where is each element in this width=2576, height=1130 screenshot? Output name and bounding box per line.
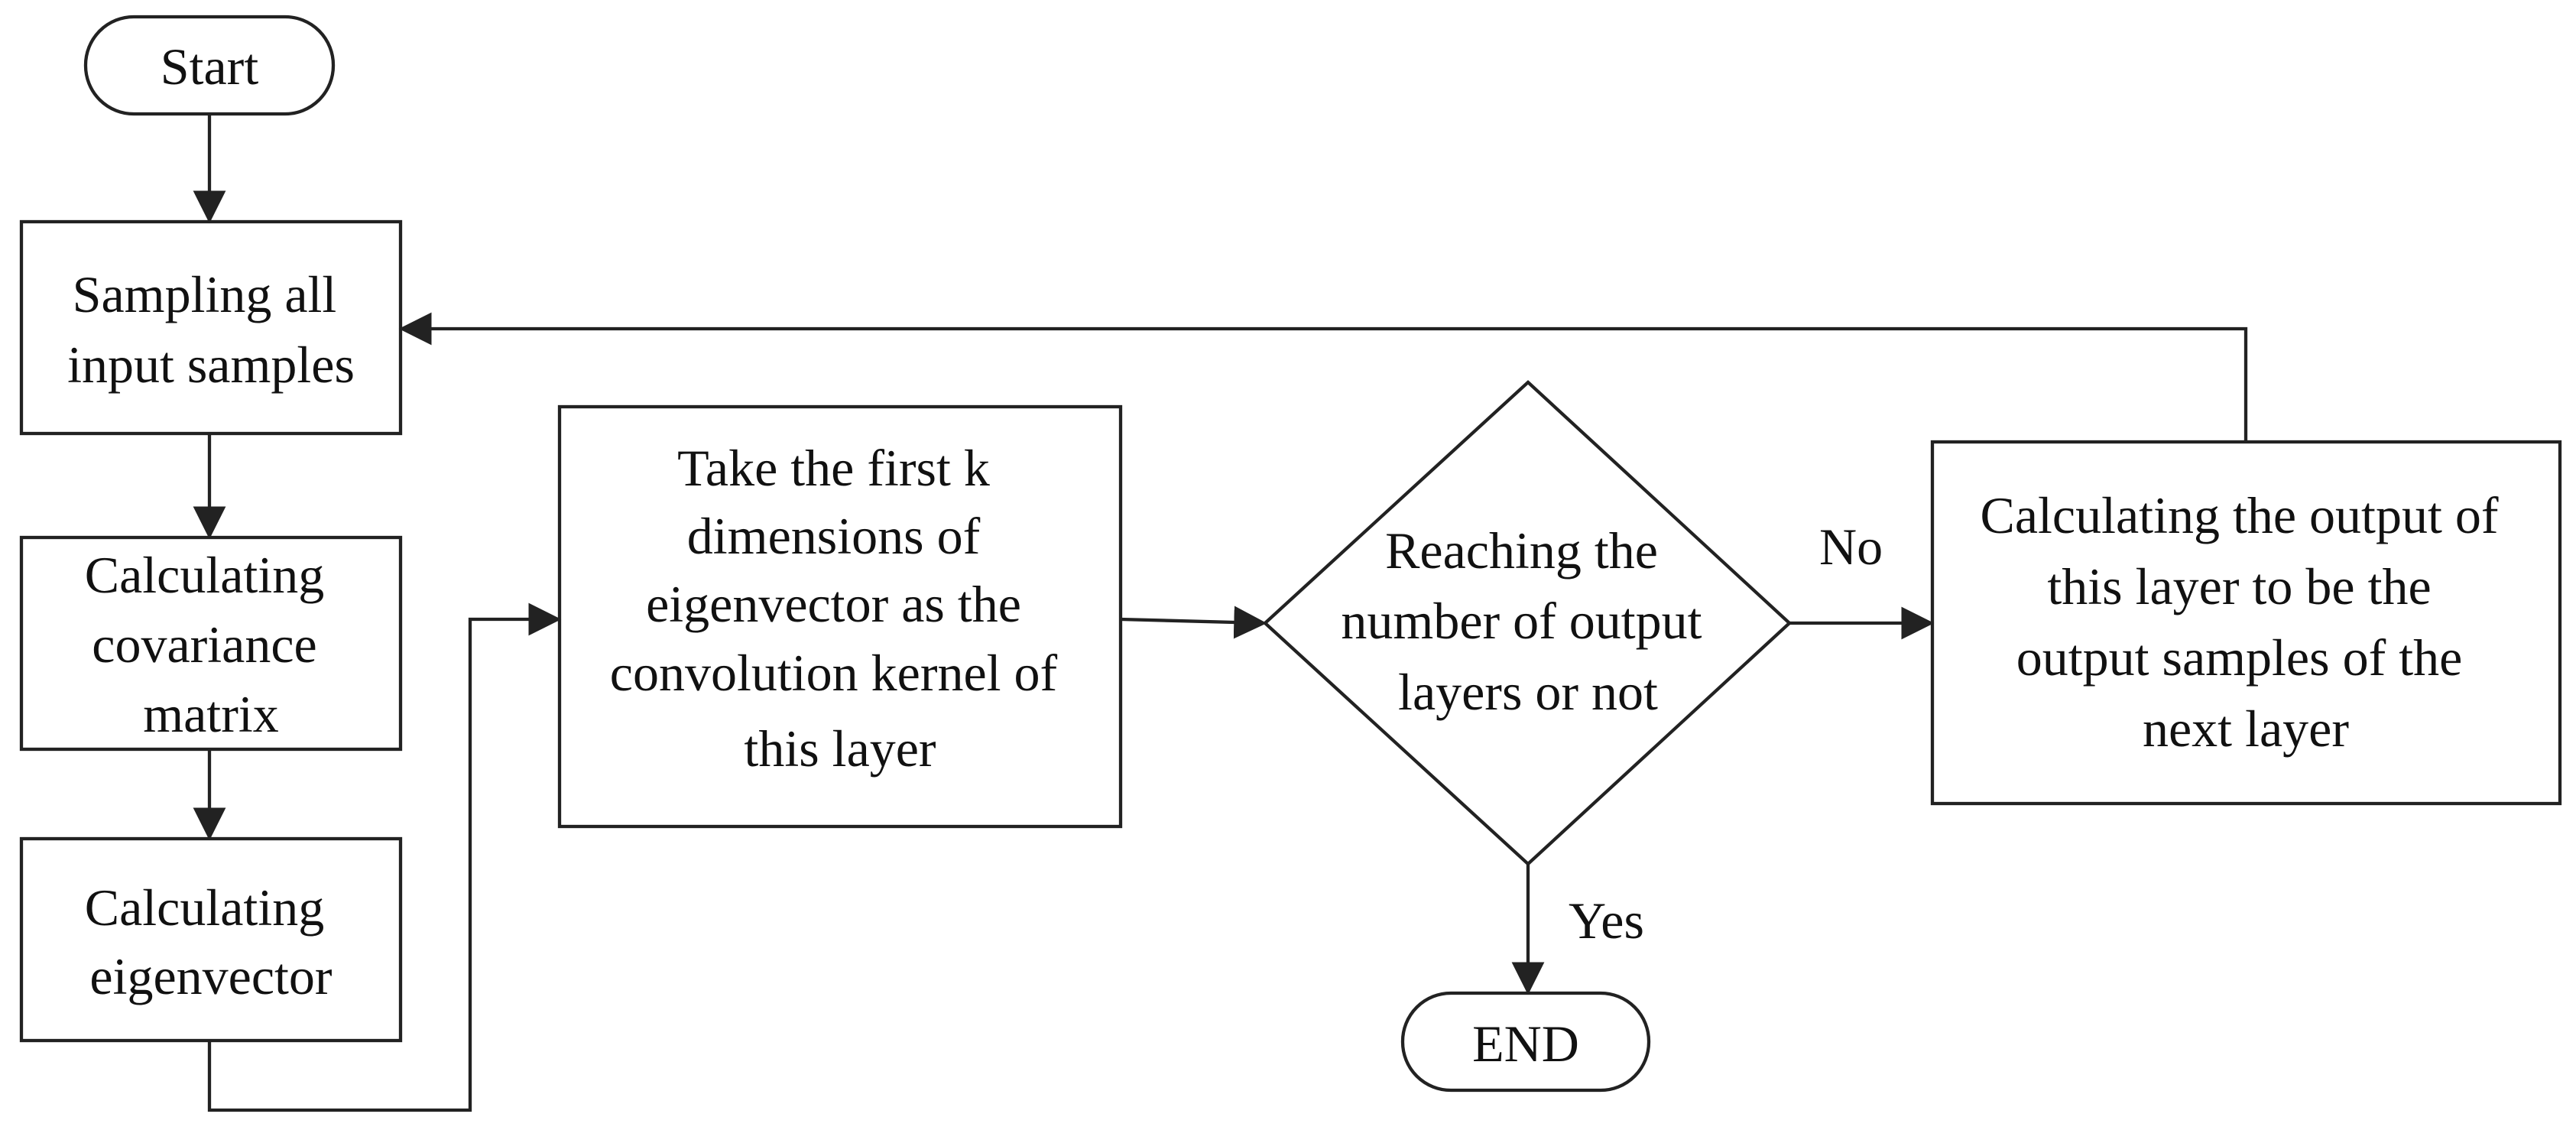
kernel-label: Take the first k dimensions of eigenvect… [610, 439, 1070, 778]
arrow-eigenvector-to-kernel [207, 602, 562, 1112]
eigenvector-process-box: Calculating eigenvector [19, 836, 403, 1043]
covariance-label: Calculating covariance matrix [85, 546, 337, 743]
end-terminal: END [1400, 991, 1651, 1093]
arrow-output-loop-to-sampling [398, 312, 2248, 442]
arrow-kernel-to-decision [1120, 606, 1267, 639]
start-label: Start [161, 37, 259, 96]
start-terminal: Start [83, 15, 336, 116]
edge-label-yes: Yes [1569, 891, 1644, 950]
end-label: END [1472, 1015, 1579, 1073]
covariance-process-box: Calculating covariance matrix [19, 535, 403, 752]
edge-label-no: No [1819, 518, 1883, 576]
output-process-box: Calculating the output of this layer to … [1930, 440, 2562, 806]
decision-label: Reaching the number of output layers or … [1341, 521, 1715, 721]
output-label: Calculating the output of this layer to … [1981, 486, 2512, 758]
decision-diamond: Reaching the number of output layers or … [1262, 380, 1792, 866]
kernel-process-box: Take the first k dimensions of eigenvect… [557, 404, 1123, 829]
sampling-label: Sampling all input samples [67, 265, 355, 394]
sampling-process-box: Sampling all input samples [19, 219, 403, 436]
eigenvector-label: Calculating eigenvector [85, 878, 337, 1005]
